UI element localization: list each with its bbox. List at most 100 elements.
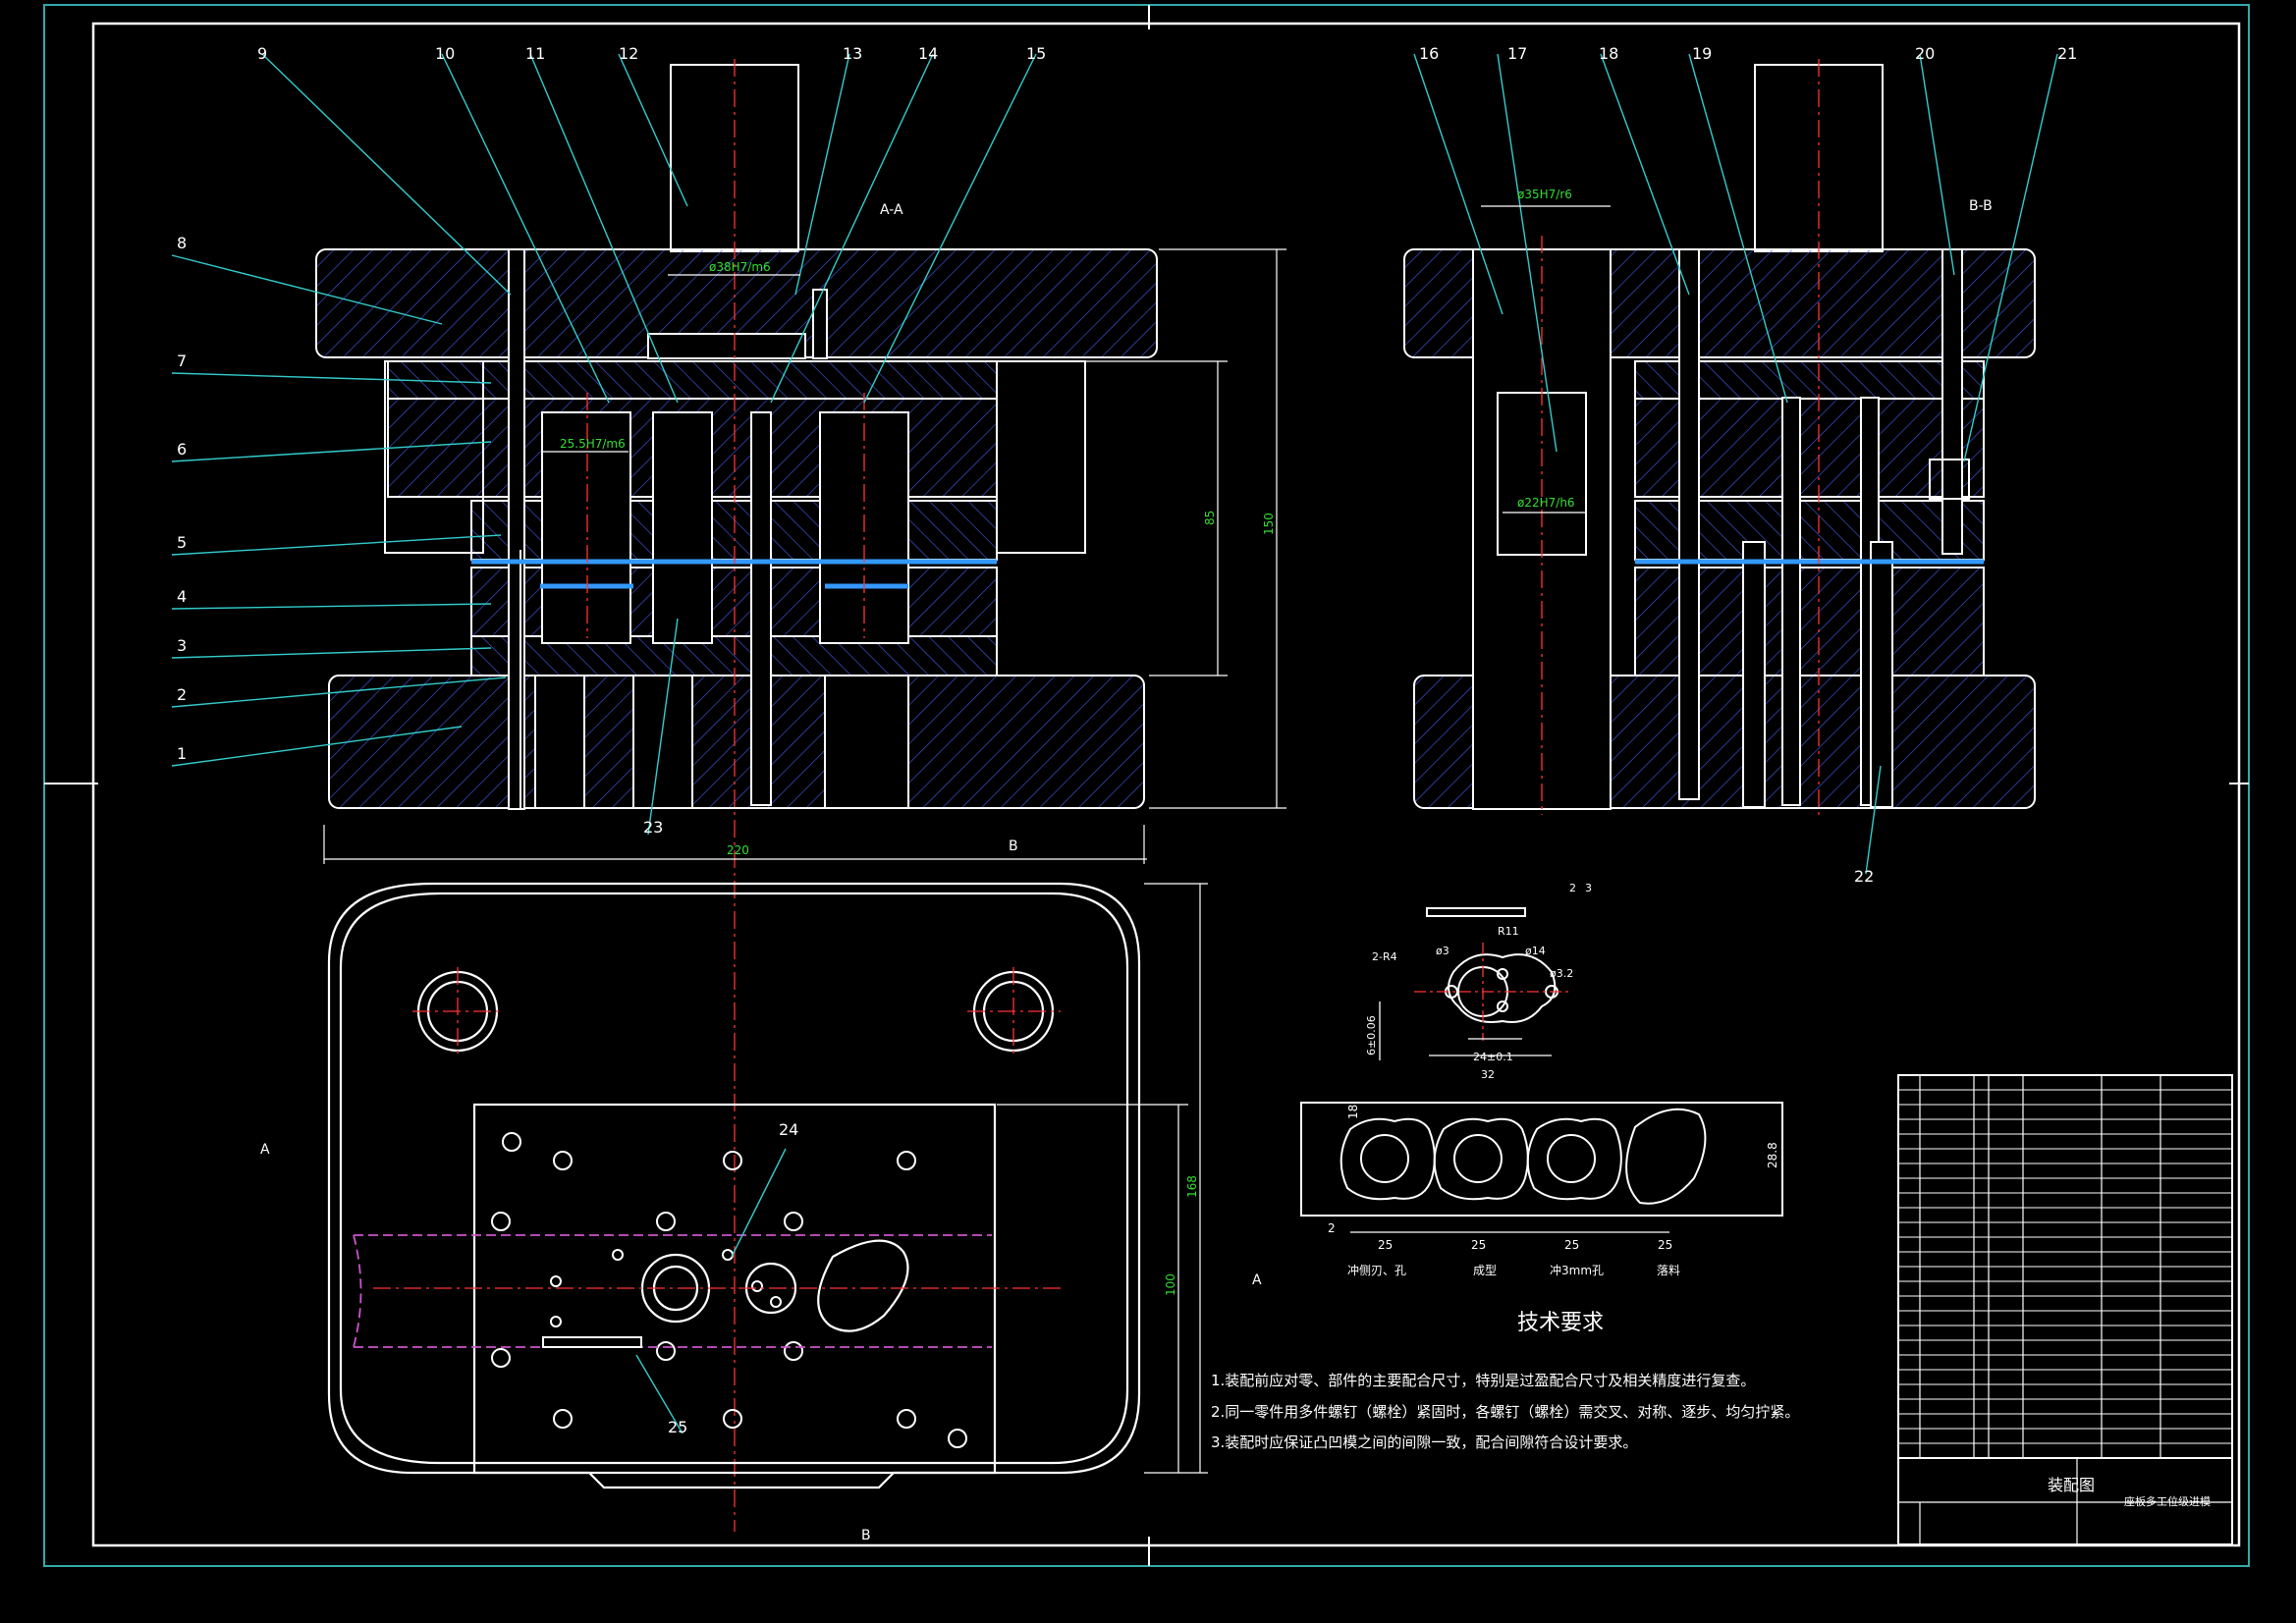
- callout-6: 6: [177, 440, 187, 459]
- callout-14: 14: [918, 44, 938, 63]
- callout-15: 15: [1026, 44, 1046, 63]
- bb-punch-a: [1781, 397, 1801, 806]
- dim-plan-100: 100: [1164, 1273, 1177, 1296]
- strip-pitch-3: 25: [1564, 1238, 1579, 1252]
- part-side-view: [1426, 907, 1526, 917]
- dim-height-150: 150: [1262, 513, 1276, 535]
- tech-line-3: 3.装配时应保证凸凹模之间的间隙一致，配合间隙符合设计要求。: [1211, 1434, 1637, 1451]
- plan-strip: [353, 1234, 992, 1348]
- slug-hole-3: [534, 675, 585, 809]
- dim-fit-22: ø22H7/h6: [1517, 496, 1575, 510]
- guide-post-left: [508, 248, 525, 810]
- tech-line-2: 2.同一零件用多件螺钉（螺栓）紧固时，各螺钉（螺栓）需交叉、对称、逐步、均匀拧紧…: [1211, 1403, 1799, 1421]
- strip-pitch-1: 25: [1378, 1238, 1393, 1252]
- bb-lifter-2: [1870, 541, 1893, 808]
- section-labels: A-A B-B A A B B: [260, 198, 1993, 1543]
- dim-fit-38: ø38H7/m6: [709, 260, 771, 274]
- section-aa-label: A-A: [880, 202, 903, 218]
- part-dimension-text: 2-R4 ø3 R11 ø14 ø3.2 6±0.06 24±0.1 32 2 …: [1365, 882, 1592, 1081]
- section-bb-view: [1403, 64, 2036, 810]
- side-stop: [542, 1336, 642, 1348]
- part-dim-t3: 3: [1585, 882, 1592, 894]
- callout-5: 5: [177, 533, 187, 552]
- slug-hole-1: [632, 675, 693, 809]
- centerlines-bb: [1541, 59, 1820, 815]
- bb-spring: [1929, 459, 1970, 500]
- strip-step-1: 冲侧刃、孔: [1347, 1263, 1406, 1277]
- guide-bush-left: [384, 360, 484, 554]
- blank-outline: [817, 1239, 909, 1332]
- callout-9: 9: [257, 44, 267, 63]
- part-centerlines: [1414, 943, 1571, 1041]
- strip-step-3: 冲3mm孔: [1550, 1263, 1604, 1277]
- callout-numbers: 1 2 3 4 5 6 7 8 9 10 11 12 13 14 15 16 1…: [177, 44, 2077, 1436]
- callout-1: 1: [177, 744, 187, 763]
- callout-24: 24: [779, 1120, 798, 1139]
- strip-width: 28.8: [1766, 1142, 1779, 1168]
- callout-11: 11: [525, 44, 545, 63]
- guide-bush-right: [996, 360, 1086, 554]
- title-block-name: 装配图: [2048, 1476, 2095, 1494]
- callout-3: 3: [177, 636, 187, 655]
- callout-19: 19: [1692, 44, 1712, 63]
- callout-20: 20: [1915, 44, 1935, 63]
- section-marker-a-left: A: [260, 1142, 270, 1158]
- callout-25: 25: [668, 1418, 687, 1436]
- title-block-product: 座板多工位级进模: [2124, 1494, 2211, 1508]
- part-dim-r4: 2-R4: [1372, 950, 1397, 963]
- section-aa-view: [315, 64, 1158, 810]
- dim-width-220: 220: [727, 843, 749, 857]
- strip-edge-18: 18: [1346, 1105, 1360, 1119]
- inner-outline: [339, 892, 1129, 1465]
- section-marker-b-bottom: B: [861, 1528, 871, 1543]
- part-dim-r11: R11: [1498, 925, 1519, 938]
- part-dim-lines: [1379, 1001, 1552, 1060]
- strip-pitch-2: 25: [1471, 1238, 1486, 1252]
- section-marker-b-top: B: [1009, 839, 1018, 854]
- strip-text: 25 25 25 25 28.8 18 2 冲侧刃、孔 成型 冲3mm孔 落料: [1328, 1105, 1779, 1277]
- bb-bolt-2: [1941, 248, 1963, 555]
- callout-12: 12: [619, 44, 638, 63]
- title-block-text: 装配图 座板多工位级进模: [2048, 1476, 2211, 1508]
- part-dim-d3: ø3: [1436, 945, 1449, 957]
- sheet-border: [43, 4, 2250, 1567]
- callout-18: 18: [1599, 44, 1618, 63]
- bb-bolt-1: [1678, 248, 1700, 800]
- dowel-pin: [812, 289, 828, 359]
- dim-fit-25: 25.5H7/m6: [560, 437, 626, 451]
- strip-edge-2: 2: [1328, 1221, 1336, 1235]
- section-bb-label: B-B: [1969, 198, 1993, 214]
- leader-lines: [171, 53, 2058, 1434]
- callout-7: 7: [177, 352, 187, 370]
- strip-outline: [1300, 1102, 1783, 1217]
- dimension-lines: [323, 205, 1611, 1474]
- callout-21: 21: [2057, 44, 2077, 63]
- section-marker-a-right: A: [1252, 1272, 1262, 1288]
- centerlines-aa: [586, 59, 865, 1532]
- pilot-pin: [750, 411, 772, 806]
- title-block-rows: [1898, 1089, 2232, 1444]
- strip-layout: [1300, 1102, 1783, 1233]
- slug-hole-2: [824, 675, 909, 809]
- dim-height-85: 85: [1203, 511, 1217, 525]
- callout-17: 17: [1507, 44, 1527, 63]
- callout-4: 4: [177, 587, 187, 606]
- callout-23: 23: [643, 818, 663, 837]
- lower-die-base: [328, 675, 1145, 809]
- part-dim-32: 32: [1481, 1068, 1495, 1081]
- dimension-text: ø38H7/m6 25.5H7/m6 ø35H7/r6 ø22H7/h6 220…: [560, 188, 1575, 1296]
- part-dim-d14: ø14: [1525, 945, 1546, 957]
- backing-plate: [387, 360, 998, 400]
- dim-fit-35: ø35H7/r6: [1517, 188, 1572, 201]
- strip-step-2: 成型: [1473, 1264, 1497, 1277]
- part-dim-h: 6±0.06: [1365, 1015, 1378, 1055]
- callout-22: 22: [1854, 867, 1874, 886]
- callout-10: 10: [435, 44, 455, 63]
- callout-2: 2: [177, 685, 187, 704]
- punch-1: [541, 411, 631, 644]
- strip-pitch-4: 25: [1658, 1238, 1672, 1252]
- callout-16: 16: [1419, 44, 1439, 63]
- lower-base-outline: [327, 882, 1141, 1489]
- strip-step-4: 落料: [1657, 1264, 1680, 1277]
